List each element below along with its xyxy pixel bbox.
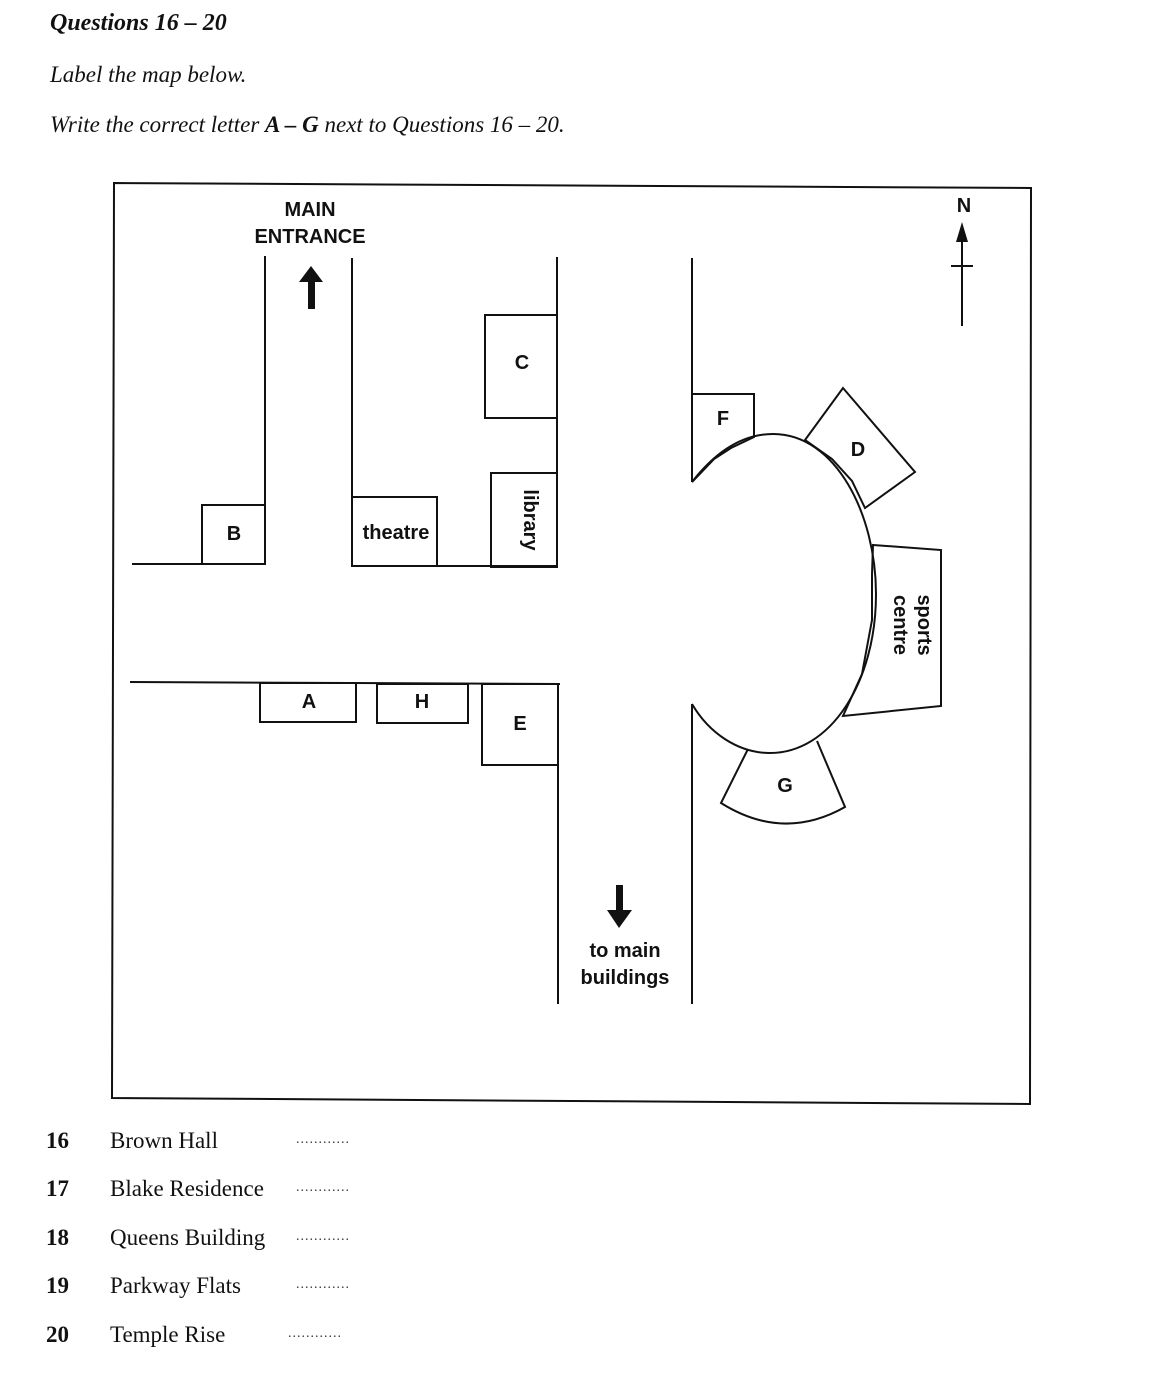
label-e: E (513, 713, 526, 735)
question-text: Brown Hall (110, 1128, 218, 1153)
label-g: G (777, 775, 793, 797)
question-number: 18 (46, 1225, 69, 1250)
answer-blank[interactable]: ............ (288, 1326, 342, 1341)
arrow-up-icon (299, 266, 323, 309)
label-library: library (519, 489, 541, 551)
question-number: 20 (46, 1322, 69, 1347)
instruction-text-post: next to Questions 16 – 20. (318, 112, 565, 137)
label-f: F (717, 408, 729, 430)
label-a: A (302, 691, 316, 713)
main-entrance-label-line1: MAIN (284, 199, 335, 221)
north-arrow-icon (951, 222, 973, 326)
label-sports-centre-line2: centre (889, 595, 911, 655)
question-text: Parkway Flats (110, 1273, 241, 1298)
answer-blank[interactable]: ............ (296, 1132, 350, 1147)
question-number: 16 (46, 1128, 69, 1153)
label-theatre: theatre (363, 522, 430, 544)
question-text: Temple Rise (110, 1322, 226, 1347)
label-c: C (515, 352, 529, 374)
building-theatre (351, 496, 438, 567)
answer-blank[interactable]: ............ (296, 1277, 350, 1292)
north-label: N (957, 195, 971, 217)
question-number: 17 (46, 1176, 69, 1201)
to-main-buildings-line1: to main (589, 940, 660, 962)
label-sports-centre-line1: sports (913, 594, 935, 655)
building-a (259, 682, 357, 723)
building-h (376, 683, 469, 724)
building-c (484, 314, 558, 419)
map-frame (110, 181, 1033, 1106)
question-text: Queens Building (110, 1225, 266, 1250)
building-e (481, 683, 559, 766)
label-b: B (227, 523, 241, 545)
questions-heading: Questions 16 – 20 (50, 10, 227, 36)
building-library (490, 472, 558, 568)
building-d (803, 386, 917, 510)
label-d: D (851, 439, 865, 461)
roundabout (691, 432, 878, 755)
label-h: H (415, 691, 429, 713)
building-b (201, 504, 266, 565)
instruction-label-map: Label the map below. (50, 62, 247, 87)
question-text: Blake Residence (110, 1176, 264, 1201)
building-g (719, 740, 847, 825)
instruction-letter-range: A – G (265, 112, 319, 137)
answer-blank[interactable]: ............ (296, 1180, 350, 1195)
question-number: 19 (46, 1273, 69, 1298)
arrow-down-icon (607, 885, 632, 928)
to-main-buildings-line2: buildings (581, 967, 670, 989)
answer-blank[interactable]: ............ (296, 1229, 350, 1244)
instruction-text-pre: Write the correct letter (50, 112, 266, 137)
main-entrance-label-line2: ENTRANCE (254, 226, 365, 248)
instruction-write-letter: Write the correct letter A – G next to Q… (50, 112, 565, 138)
